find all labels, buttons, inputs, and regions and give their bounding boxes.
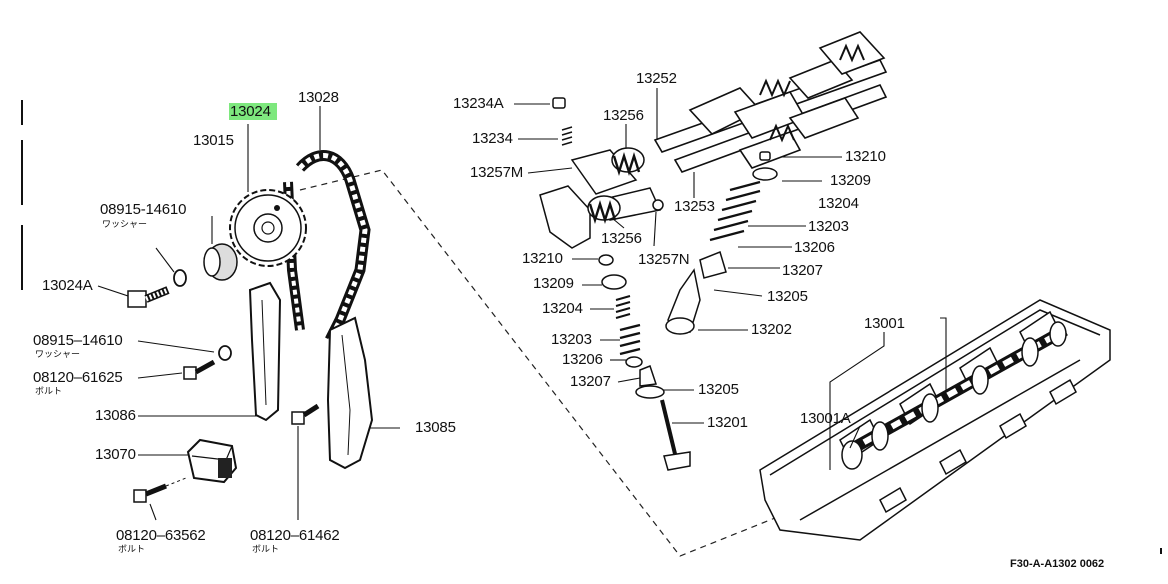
rocker-shaft-assembly xyxy=(653,31,888,173)
part-label-13256-top[interactable]: 13256 xyxy=(603,107,644,124)
valve-stack-right xyxy=(665,151,778,335)
camshaft-13001 xyxy=(841,321,1068,470)
leader-lines-head xyxy=(829,317,947,470)
part-label-13209-right[interactable]: 13209 xyxy=(830,172,871,189)
tensioner-13070 xyxy=(186,438,238,484)
chain-guide-13085 xyxy=(326,316,374,470)
part-label-13210-left[interactable]: 13210 xyxy=(522,250,563,267)
part-label-13085[interactable]: 13085 xyxy=(415,419,456,436)
part-label-13203-right[interactable]: 13203 xyxy=(808,218,849,235)
spacer-13015 xyxy=(203,243,238,281)
bolt-jp-label: ボルト xyxy=(252,545,280,555)
part-label-13204-left[interactable]: 13204 xyxy=(542,300,583,317)
part-label-13204-right[interactable]: 13204 xyxy=(818,195,859,212)
washer-jp-label: ワッシャー xyxy=(102,220,148,230)
part-label-13253[interactable]: 13253 xyxy=(674,198,715,215)
washer-jp-label: ワッシャー xyxy=(35,350,81,360)
part-label-08120-63562[interactable]: 08120–63562 xyxy=(116,527,206,544)
bolt-08120-61462 xyxy=(291,403,320,425)
chain-guide-13086 xyxy=(248,281,282,422)
rocker-springs xyxy=(759,43,865,143)
bolt-jp-label: ボルト xyxy=(35,387,63,397)
part-label-13201[interactable]: 13201 xyxy=(707,414,748,431)
part-label-13001[interactable]: 13001 xyxy=(864,315,905,332)
part-label-13202[interactable]: 13202 xyxy=(751,321,792,338)
part-label-13001A[interactable]: 13001A xyxy=(800,410,851,427)
part-label-13015[interactable]: 13015 xyxy=(193,132,234,149)
part-label-13209-left[interactable]: 13209 xyxy=(533,275,574,292)
leader-lines-middle xyxy=(514,88,842,424)
part-label-13256-bottom[interactable]: 13256 xyxy=(601,230,642,247)
part-label-13070[interactable]: 13070 xyxy=(95,446,136,463)
part-label-08120-61625[interactable]: 08120–61625 xyxy=(33,369,123,386)
bolt-08120-61625 xyxy=(183,359,216,380)
part-label-13205-right[interactable]: 13205 xyxy=(767,288,808,305)
part-label-08915-14610-mid[interactable]: 08915–14610 xyxy=(33,332,123,349)
part-label-13257M[interactable]: 13257M xyxy=(470,164,524,181)
part-label-13234A[interactable]: 13234A xyxy=(453,95,504,112)
part-label-13086[interactable]: 13086 xyxy=(95,407,136,424)
cam-sprocket xyxy=(229,189,307,267)
part-label-13207-left[interactable]: 13207 xyxy=(570,373,611,390)
figure-reference-code: F30-A-A1302 0062 xyxy=(1010,558,1105,570)
part-label-13207-right[interactable]: 13207 xyxy=(782,262,823,279)
bolt-jp-label: ボルト xyxy=(118,545,146,555)
part-label-13028[interactable]: 13028 xyxy=(298,89,339,106)
part-label-13257N[interactable]: 13257N xyxy=(638,251,690,268)
rocker-coil-springs xyxy=(588,151,641,225)
bolt-13024A xyxy=(127,286,170,308)
washer-mid xyxy=(218,345,232,361)
valve-stack-left xyxy=(598,254,691,471)
part-label-13203-left[interactable]: 13203 xyxy=(551,331,592,348)
part-label-13206-left[interactable]: 13206 xyxy=(562,351,603,368)
part-label-08120-61462[interactable]: 08120–61462 xyxy=(250,527,340,544)
scan-edge-marks xyxy=(21,100,1162,554)
part-label-08915-14610-top[interactable]: 08915-14610 xyxy=(100,201,187,218)
part-label-13024A[interactable]: 13024A xyxy=(42,277,93,294)
part-label-13210-right[interactable]: 13210 xyxy=(845,148,886,165)
part-label-13024[interactable]: 13024 xyxy=(229,103,277,120)
bolt-08120-63562 xyxy=(133,477,187,503)
part-label-13206-right[interactable]: 13206 xyxy=(794,239,835,256)
part-label-13234[interactable]: 13234 xyxy=(472,130,513,147)
part-label-13252[interactable]: 13252 xyxy=(636,70,677,87)
washer-top xyxy=(173,269,187,287)
part-label-13205-left[interactable]: 13205 xyxy=(698,381,739,398)
leader-lines-left xyxy=(97,106,400,521)
rocker-arm-parts xyxy=(539,97,664,249)
